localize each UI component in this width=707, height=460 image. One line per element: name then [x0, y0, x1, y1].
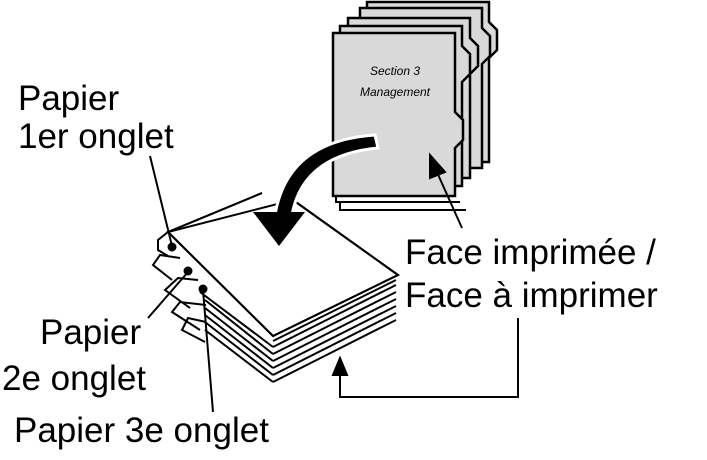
label-tab1-line2: 1er onglet [18, 117, 174, 156]
leader-lines [147, 152, 519, 413]
document-title-line1: Section 3 [370, 64, 420, 78]
label-tab1-line1: Papier [18, 79, 120, 118]
label-tab3: Papier 3e onglet [14, 411, 269, 450]
curved-arrow-icon [253, 133, 380, 246]
label-tab2-line1: Papier [40, 313, 142, 352]
tab-paper-stack [151, 192, 400, 383]
label-tab2-line2: 2e onglet [2, 359, 146, 398]
document-title-line2: Management [360, 85, 431, 99]
printed-document-stack: Section 3 Management [331, 0, 499, 211]
label-face-line2: Face à imprimer [405, 276, 658, 315]
label-face-line1: Face imprimée / [405, 233, 656, 272]
